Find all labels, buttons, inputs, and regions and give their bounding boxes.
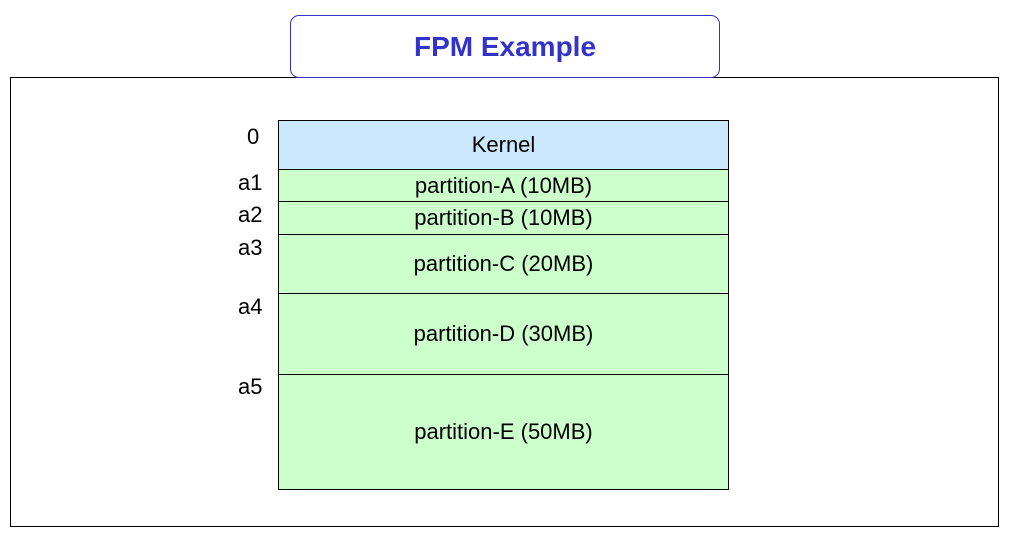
address-label-a5: a5 [238,374,263,399]
address-label-a1: a1 [238,170,263,195]
title-box: FPM Example [290,15,720,78]
memory-block-partition-b: partition-B (10MB) [279,201,728,234]
address-label-a3: a3 [238,235,263,260]
memory-block-partition-c: partition-C (20MB) [279,234,728,293]
memory-map: Kernel partition-A (10MB) partition-B (1… [278,120,729,490]
block-label: Kernel [471,132,536,157]
block-label: partition-D (30MB) [413,321,594,346]
memory-block-kernel: Kernel [279,121,728,169]
memory-block-partition-a: partition-A (10MB) [279,169,728,201]
memory-block-partition-e: partition-E (50MB) [279,374,728,489]
address-label-a4: a4 [238,294,263,319]
memory-block-partition-d: partition-D (30MB) [279,293,728,374]
slide-title: FPM Example [413,30,597,62]
block-label: partition-C (20MB) [413,251,594,276]
block-label: partition-A (10MB) [414,172,593,198]
block-label: partition-E (50MB) [414,419,593,444]
address-label-0: 0 [247,124,260,149]
block-label: partition-B (10MB) [414,205,593,230]
address-label-a2: a2 [238,202,263,227]
